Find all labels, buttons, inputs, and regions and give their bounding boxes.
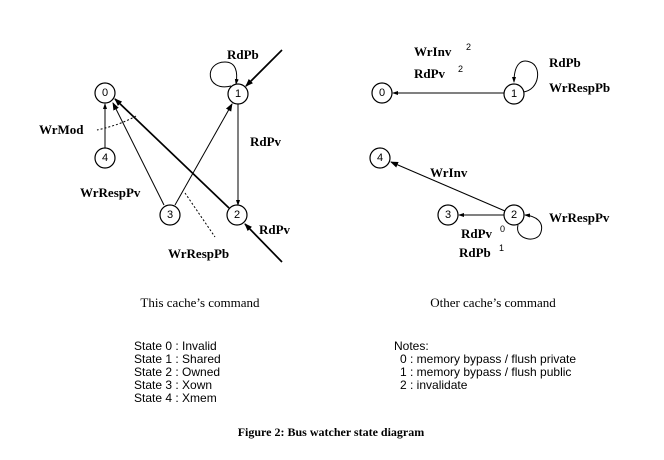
right-caption: Other cache’s command [430, 295, 556, 310]
svg-text:3: 3 [445, 209, 451, 221]
label-wrresppv: WrRespPv [80, 185, 141, 200]
notes-legend: Notes: 0 : memory bypass / flush private… [394, 339, 576, 392]
label-rdpv-mid: RdPv [250, 134, 282, 149]
sup-rdpb-bot: 1 [499, 243, 504, 253]
edge-2-to-0 [114, 98, 230, 209]
note-0: 0 : memory bypass / flush private [400, 352, 576, 366]
state-0: State 0 : Invalid [134, 339, 217, 353]
label-rdpv-top: RdPv [414, 66, 446, 81]
svg-text:3: 3 [167, 209, 173, 221]
left-node-0: 0 [94, 82, 116, 104]
left-node-2: 2 [226, 204, 248, 226]
right-node-0: 0 [371, 82, 393, 104]
svg-text:1: 1 [511, 88, 517, 100]
self-loop-1 [209, 61, 239, 88]
note-2: 2 : invalidate [400, 378, 468, 392]
svg-text:2: 2 [234, 209, 240, 221]
right-node-3: 3 [437, 204, 459, 226]
label-wrinv: WrInv [430, 165, 468, 180]
figure-caption: Figure 2: Bus watcher state diagram [238, 425, 425, 439]
label-rdpb: RdPb [227, 47, 259, 62]
label-rdpv-in: RdPv [259, 222, 291, 237]
sup-wrinv-top: 2 [466, 42, 471, 52]
right-node-2: 2 [503, 204, 525, 226]
svg-text:2: 2 [511, 209, 517, 221]
svg-text:0: 0 [379, 87, 385, 99]
edge-3-to-1 [174, 103, 233, 206]
incoming-rdpb-arrow [245, 49, 283, 87]
sup-rdpv-bot: 0 [500, 224, 505, 234]
left-node-3: 3 [159, 204, 181, 226]
label-wrinv-top: WrInv [414, 44, 452, 59]
svg-text:4: 4 [377, 152, 383, 164]
notes-title: Notes: [394, 339, 429, 353]
label-rdpb-loop: RdPb [549, 55, 581, 70]
left-node-4: 4 [94, 147, 116, 169]
label-rdpb-bot: RdPb [459, 245, 491, 260]
state-legend: State 0 : Invalid State 1 : Shared State… [134, 339, 221, 405]
label-wrresppv-loop: WrRespPv [549, 210, 610, 225]
state-4: State 4 : Xmem [134, 391, 217, 405]
state-2: State 2 : Owned [134, 365, 220, 379]
left-node-1: 1 [227, 83, 249, 105]
sup-rdpv-top: 2 [458, 64, 463, 74]
label-wrresppb: WrRespPb [168, 246, 229, 261]
svg-text:0: 0 [102, 87, 108, 99]
right-node-4: 4 [369, 147, 391, 169]
right-diagram: 0 1 2 3 4 WrInv 2 RdPv 2 RdPb WrRespPb W… [369, 42, 610, 310]
svg-text:1: 1 [235, 88, 241, 100]
wrmod-pointer [96, 115, 137, 131]
self-loop-1-right [512, 60, 539, 93]
label-wrresppb-loop: WrRespPb [549, 80, 610, 95]
label-rdpv-bot: RdPv [461, 226, 493, 241]
state-3: State 3 : Xown [134, 378, 212, 392]
wrresppb-pointer [184, 192, 216, 238]
note-1: 1 : memory bypass / flush public [400, 365, 571, 379]
self-loop-2-right [517, 213, 543, 240]
svg-text:4: 4 [102, 152, 108, 164]
left-caption: This cache’s command [140, 295, 260, 310]
edge-3-to-0 [112, 102, 165, 206]
right-node-1: 1 [503, 83, 525, 105]
label-wrmod: WrMod [39, 122, 84, 137]
incoming-rdpv-arrow [244, 223, 283, 263]
edge-2-to-4 [390, 161, 506, 212]
state-1: State 1 : Shared [134, 352, 221, 366]
left-diagram: 0 1 2 3 4 RdPb RdPv RdPv WrMod WrRespPv … [39, 47, 291, 310]
